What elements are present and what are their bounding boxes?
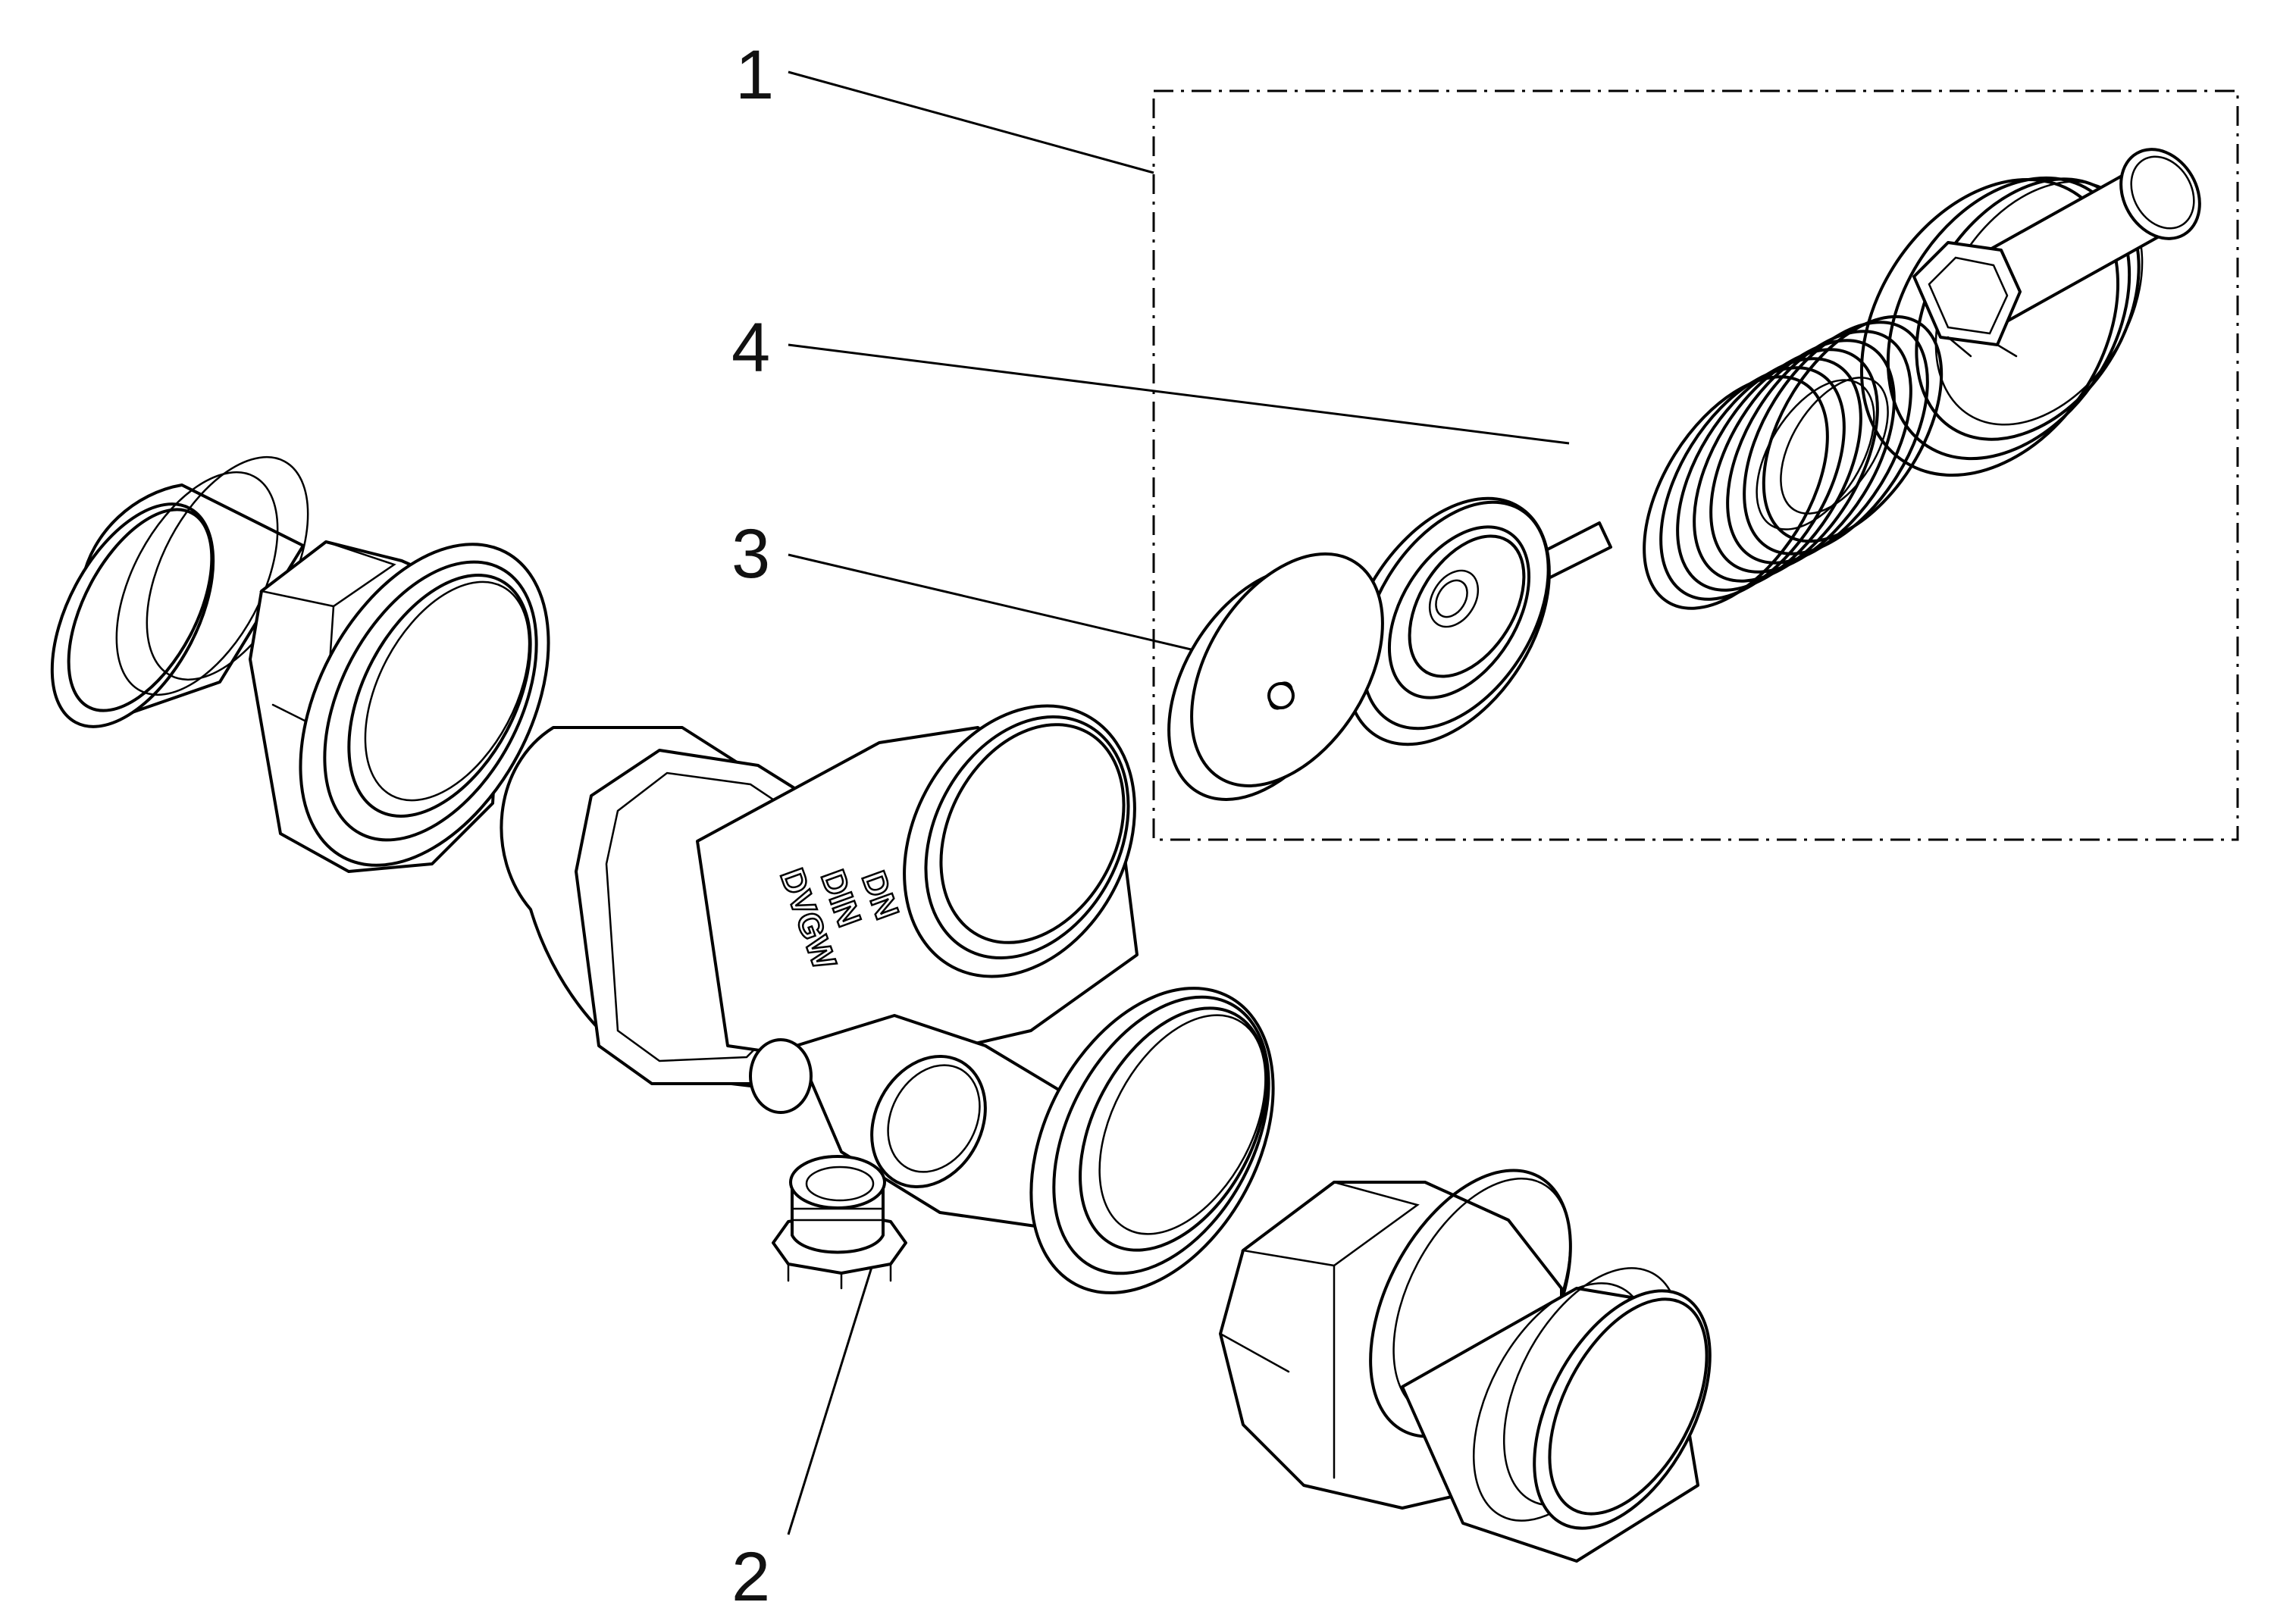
left-union-connector: [50, 455, 550, 873]
kit-boundary-box: [1152, 89, 2239, 841]
leader-line-2: [787, 1242, 881, 1535]
leader-line-3: [788, 553, 1240, 662]
callout-number-2: 2: [731, 1538, 770, 1616]
callout-number-4: 4: [731, 309, 770, 386]
plug-screw: [772, 1155, 907, 1290]
valve-plate-with-stem: [1345, 496, 1612, 746]
compression-spring: [1643, 314, 1944, 610]
leader-line-4: [788, 343, 1570, 445]
bonnet-with-stem: [1859, 148, 2201, 477]
valve-body: DN DIN DVGW: [500, 704, 1275, 1294]
callout-number-3: 3: [731, 515, 770, 593]
body-markings: DN DIN DVGW: [772, 863, 907, 975]
leader-lines: [787, 70, 1570, 1535]
callout-number-1: 1: [735, 36, 774, 114]
right-union-connector: [1219, 1169, 1712, 1563]
valve-disc: [1167, 552, 1384, 801]
leader-line-1: [788, 70, 1154, 174]
